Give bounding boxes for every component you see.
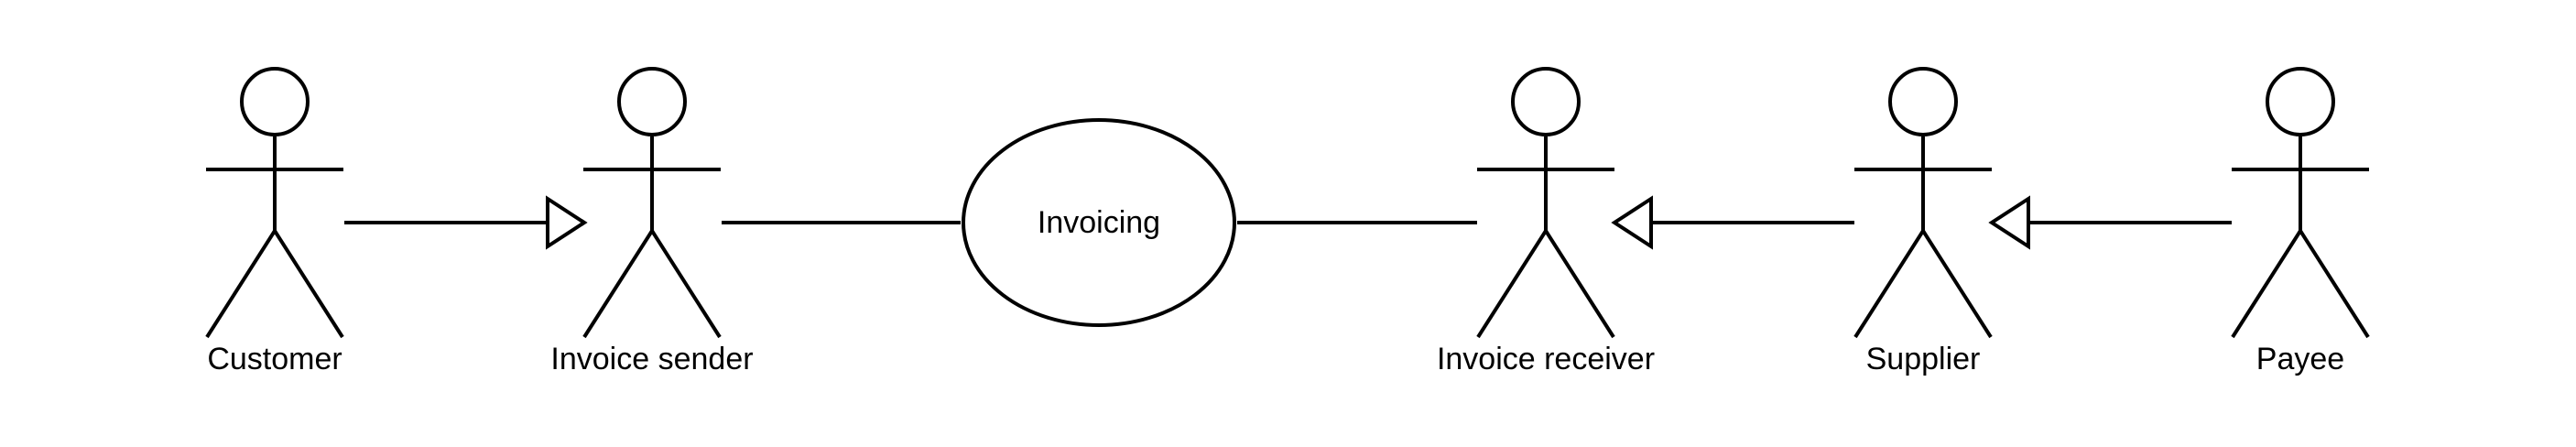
actor-left-leg-line	[2231, 229, 2302, 339]
actor-right-leg-line	[2299, 229, 2370, 339]
actor-left-leg-line	[1853, 229, 1925, 339]
actor-head-icon	[617, 67, 687, 136]
actor-invoice-sender: Invoice sender	[550, 67, 754, 376]
actor-head-icon	[1511, 67, 1581, 136]
connector-customer-to-invoice-sender	[344, 195, 588, 250]
connector-payee-to-supplier	[1988, 195, 2232, 250]
actor-right-leg-line	[1544, 229, 1615, 339]
actor-invoice-receiver: Invoice receiver	[1437, 67, 1655, 376]
actor-head-icon	[1888, 67, 1958, 136]
actor-left-leg-line	[582, 229, 654, 339]
connector-supplier-to-invoice-receiver	[1611, 195, 1854, 250]
actor-label: Customer	[207, 342, 342, 376]
actor-right-leg-line	[1921, 229, 1993, 339]
actor-head-icon	[240, 67, 310, 136]
use-case-ellipse	[962, 118, 1236, 327]
actor-payee: Payee	[2231, 67, 2370, 376]
use-case-invoicing: Invoicing	[962, 118, 1236, 327]
actor-label: Supplier	[1866, 342, 1981, 376]
actor-left-leg-line	[205, 229, 277, 339]
actor-left-leg-line	[1476, 229, 1548, 339]
actor-head-icon	[2266, 67, 2335, 136]
actor-customer: Customer	[205, 67, 344, 376]
actor-right-leg-line	[650, 229, 722, 339]
use-case-label: Invoicing	[1038, 205, 1160, 240]
actor-label: Invoice sender	[550, 342, 753, 376]
actor-supplier: Supplier	[1853, 67, 1993, 376]
actor-right-leg-line	[273, 229, 344, 339]
actor-label: Invoice receiver	[1437, 342, 1655, 376]
actor-label: Payee	[2256, 342, 2344, 376]
